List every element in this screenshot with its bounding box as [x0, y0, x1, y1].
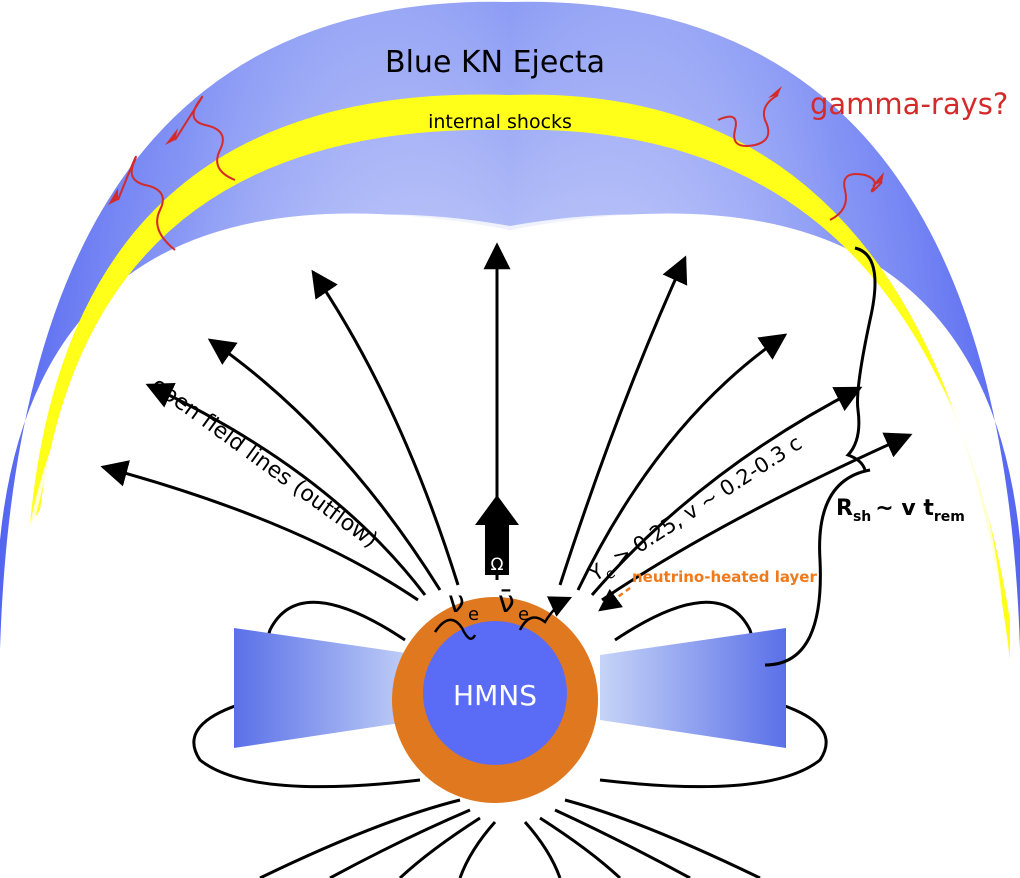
nu-e-label: ν e	[448, 585, 479, 625]
lower-field-lines	[259, 798, 761, 878]
svg-text:Ye > 0.25, v ~ 0.2-0.3 c: Ye > 0.25, v ~ 0.2-0.3 c	[584, 431, 809, 591]
open-field-lines	[100, 242, 913, 602]
gamma-label: gamma-rays?	[810, 87, 1008, 121]
hmns-core	[423, 621, 567, 765]
heated-layer-label: neutrino-heated layer	[632, 568, 817, 586]
rsh-brace	[845, 246, 877, 471]
ejecta-inner-edge	[18, 214, 1002, 601]
svg-text:e: e	[468, 604, 479, 625]
ye-velocity-label: Ye > 0.25, v ~ 0.2-0.3 c	[584, 431, 809, 591]
svg-text:ν̄: ν̄	[498, 585, 515, 620]
heated-layer-pointer	[598, 586, 631, 612]
rsh-label: Rsh~ v trem	[836, 496, 965, 525]
disk-left	[234, 628, 420, 748]
rsh-bracket	[764, 468, 871, 667]
svg-text:Rsh~ v trem: Rsh~ v trem	[836, 496, 965, 525]
disk-right	[600, 628, 786, 748]
shocks-label: internal shocks	[428, 111, 572, 133]
svg-text:ν: ν	[448, 585, 465, 620]
svg-text:e: e	[518, 604, 529, 625]
omega-label: Ω	[491, 555, 504, 575]
gamma-ray-arrowheads	[108, 86, 884, 205]
gamma-ray-wiggles	[117, 94, 883, 251]
neutrino-wiggles	[433, 596, 573, 640]
hmns-label: HMNS	[453, 679, 537, 712]
ejecta-label: Blue KN Ejecta	[385, 45, 605, 80]
nu-e-bar-label: ν̄ e	[498, 585, 529, 625]
omega-arrow	[475, 495, 519, 575]
